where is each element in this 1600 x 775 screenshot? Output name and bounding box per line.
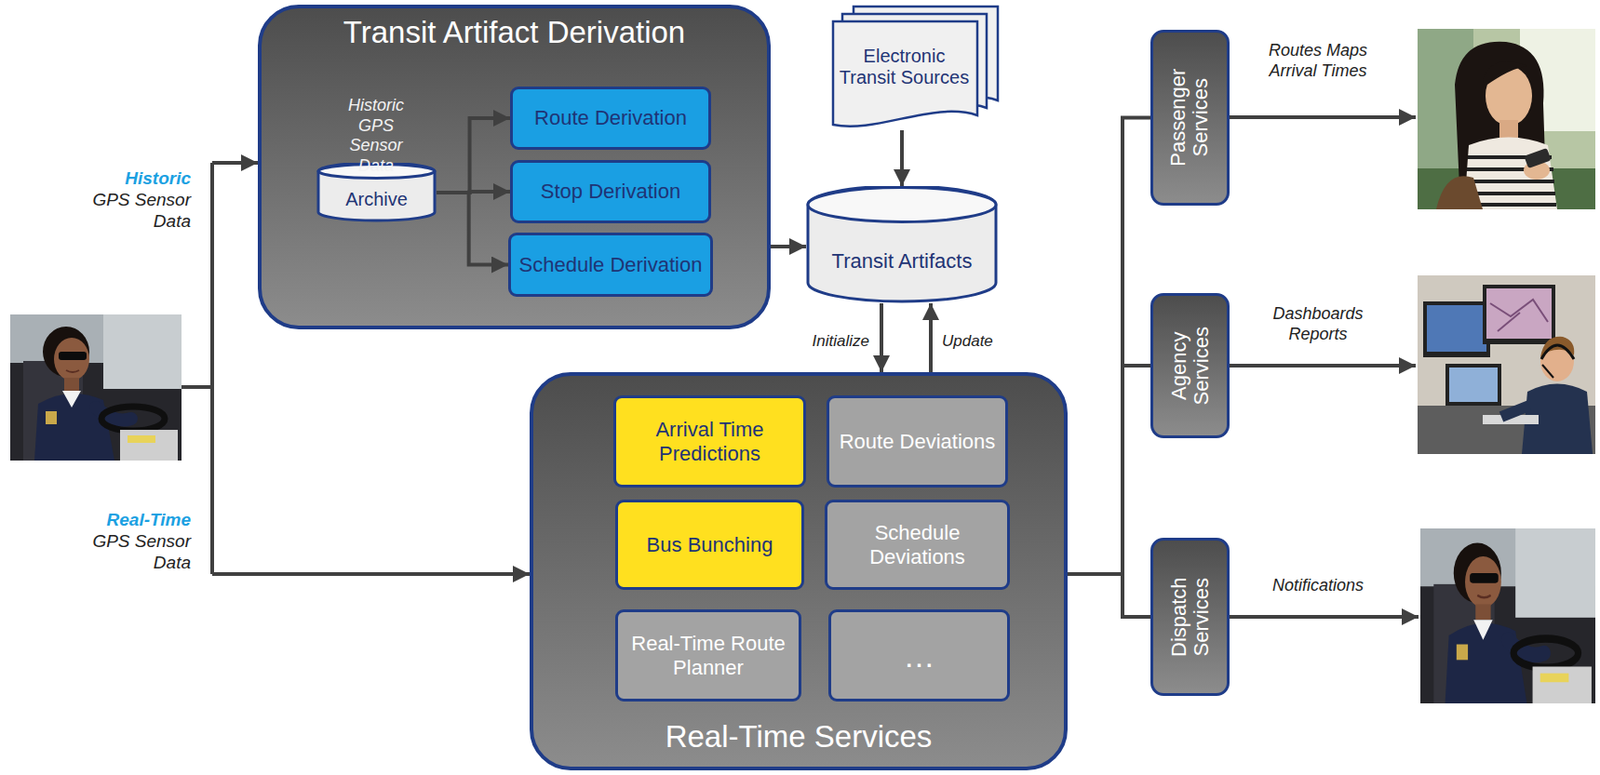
passenger-photo — [1417, 28, 1596, 210]
connector — [879, 303, 884, 373]
output-label: Notifications — [1252, 576, 1384, 597]
sensor-feed-line — [212, 572, 530, 577]
service-box: … — [828, 609, 1010, 702]
bus-driver-photo — [1420, 528, 1596, 704]
dispatcher-photo — [1423, 301, 1491, 358]
connector — [928, 303, 933, 373]
cylinder-top — [318, 164, 435, 179]
group-panel: Real-Time Services Arrival Time Predictio… — [529, 372, 1068, 771]
node-label: Passenger Services — [1167, 37, 1212, 199]
connector — [436, 192, 509, 266]
node-label: Bus Bunching — [646, 533, 774, 557]
output-line — [1229, 115, 1416, 120]
service-box: Bus Bunching — [615, 499, 805, 591]
dispatcher-photo — [1417, 275, 1596, 455]
dispatcher-photo — [1426, 305, 1487, 352]
sensor-feed-line — [210, 162, 215, 575]
node-label: Route Derivation — [534, 106, 687, 130]
label-slot: Real-Time — [51, 510, 191, 532]
node-label: Agency Services — [1167, 300, 1212, 431]
service-box: Schedule Deviations — [824, 499, 1010, 591]
service-box: Real-Time Route Planner — [615, 609, 802, 702]
dispatcher-photo — [1482, 284, 1556, 345]
node-label: Route Deviations — [839, 430, 996, 454]
edge-label-slot: Update — [941, 332, 1036, 351]
document-page — [833, 21, 978, 127]
node-label: Arrival Time Predictions — [623, 417, 796, 466]
connector — [900, 130, 904, 187]
edge-label-slot: Initialize — [776, 332, 870, 351]
label-slot: Notifications — [1252, 576, 1384, 597]
input-label: Historic — [51, 168, 191, 190]
connector — [1067, 118, 1151, 576]
node-label: Schedule Derivation — [519, 253, 703, 277]
database-cylinder: Archive — [316, 162, 437, 223]
connector — [436, 191, 511, 193]
bus-driver-photo — [10, 314, 182, 461]
document-stack: Electronic Transit Sources — [831, 4, 1000, 131]
output-line — [1229, 363, 1416, 368]
input-label: GPS Sensor Data — [79, 189, 191, 233]
passenger-photo — [1417, 28, 1596, 210]
dispatcher-photo — [1417, 275, 1596, 455]
dispatcher-photo — [1486, 288, 1552, 339]
passenger-photo — [1436, 175, 1483, 210]
connector — [1067, 574, 1151, 618]
panel-title: Real-Time Services — [665, 718, 933, 756]
node-label: Real-Time Route Planner — [625, 631, 792, 680]
process-box: Route Derivation — [510, 86, 712, 150]
cylinder-body — [807, 186, 996, 302]
passenger-photo — [1482, 61, 1528, 87]
label-slot: Historic — [51, 168, 191, 190]
label-slot: GPS Sensor Data — [79, 189, 191, 233]
group-panel: Transit Artifact DerivationArchive Route … — [257, 4, 771, 330]
panel-title: Transit Artifact Derivation — [343, 13, 686, 52]
output-service-box: Dispatch Services — [1150, 537, 1230, 697]
output-line — [1229, 117, 1419, 618]
node-label: Stop Derivation — [540, 179, 681, 203]
dispatcher-photo — [1501, 405, 1530, 417]
passenger-photo — [1523, 147, 1551, 169]
node-label: Archive — [345, 188, 408, 211]
cylinder-outline — [806, 186, 998, 304]
connector — [770, 244, 807, 249]
node-label: Schedule Deviations — [834, 521, 1000, 569]
label-slot: Routes Maps Arrival Times — [1265, 40, 1371, 81]
input-label: Real-Time — [51, 510, 191, 532]
node-label: Transit Artifacts — [832, 249, 973, 273]
database-cylinder: Transit Artifacts — [806, 186, 998, 304]
label-slot: Dashboards Reports — [1262, 304, 1374, 345]
output-label: Dashboards Reports — [1262, 304, 1374, 345]
output-service-box: Passenger Services — [1150, 29, 1230, 206]
sensor-feed-line — [212, 161, 258, 165]
sensor-feed-line — [181, 385, 213, 390]
connector — [436, 118, 511, 193]
node-label: Dispatch Services — [1167, 545, 1212, 689]
process-box: Stop Derivation — [510, 160, 712, 224]
dispatcher-photo — [1542, 364, 1554, 378]
dispatcher-photo — [1449, 367, 1498, 403]
edge-label: Update — [941, 332, 1036, 351]
cylinder-top — [807, 188, 996, 223]
dispatcher-photo — [1445, 363, 1502, 406]
dispatcher-photo — [1541, 345, 1574, 360]
passenger-photo — [1499, 120, 1519, 139]
edge-label: Initialize — [776, 332, 870, 351]
process-box: Schedule Derivation — [508, 232, 713, 297]
dispatcher-photo — [1490, 299, 1548, 332]
output-line — [1229, 615, 1419, 619]
output-label: Routes Maps Arrival Times — [1265, 40, 1371, 81]
service-box: Arrival Time Predictions — [613, 395, 807, 488]
input-label: GPS Sensor Data — [79, 531, 191, 575]
output-service-box: Agency Services — [1150, 293, 1230, 439]
label-slot: GPS Sensor Data — [79, 531, 191, 575]
connector — [1067, 365, 1151, 575]
ellipsis-mark: … — [903, 640, 936, 673]
service-box: Route Deviations — [826, 395, 1009, 488]
cylinder-body — [318, 162, 435, 221]
node-label: Electronic Transit Sources — [833, 45, 976, 89]
